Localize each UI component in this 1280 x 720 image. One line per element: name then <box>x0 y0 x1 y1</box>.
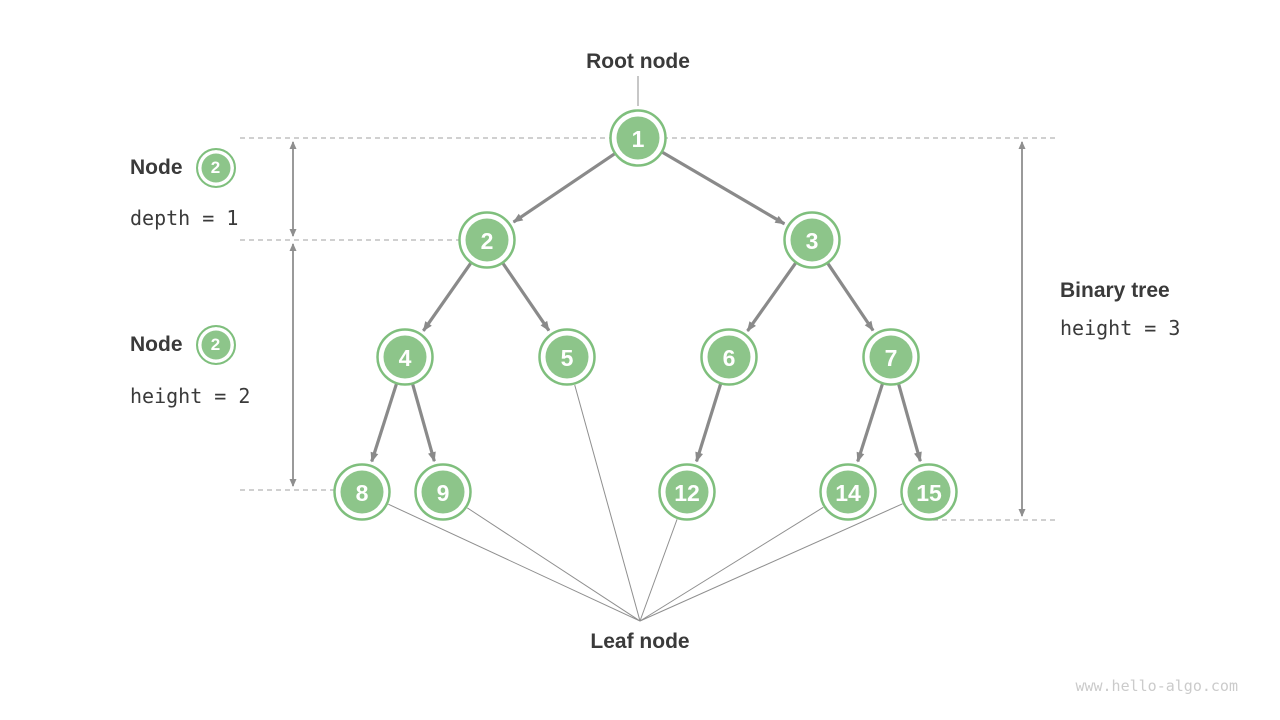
tree-node-9: 9 <box>414 463 472 521</box>
leaf-pointer-line <box>639 506 824 622</box>
node-value: 6 <box>723 345 736 371</box>
tree-edge <box>512 152 616 224</box>
tree-node-5: 5 <box>538 328 596 386</box>
node-value: 9 <box>437 480 450 506</box>
tree-node-15: 15 <box>900 463 958 521</box>
tree-edge <box>411 383 436 463</box>
node-circle <box>869 335 913 379</box>
leaf-pointer-line <box>574 384 641 622</box>
legend-node-depth-title: Node <box>130 156 183 179</box>
node-circle <box>383 335 427 379</box>
tree-node-3: 3 <box>783 211 841 269</box>
leaf-pointer-line <box>388 503 641 622</box>
node-circle <box>907 470 951 514</box>
legend-node-height-title: Node <box>130 333 183 356</box>
node-value: 5 <box>561 345 574 371</box>
node-value: 1 <box>632 126 645 152</box>
binary-tree-label: Binary tree <box>1060 279 1170 302</box>
tree-node-4: 4 <box>376 328 434 386</box>
tree-edge <box>370 383 399 463</box>
node-circle <box>616 116 660 160</box>
depth-value-label: depth = 1 <box>130 206 239 230</box>
tree-edge <box>694 383 723 463</box>
tree-node-2: 2 <box>458 211 516 269</box>
node-value: 8 <box>356 480 369 506</box>
node-circle <box>340 470 384 514</box>
leaf-pointer-line <box>639 519 678 622</box>
leaf-pointer-line <box>466 507 641 622</box>
node-circle <box>790 218 834 262</box>
node-circle <box>826 470 870 514</box>
leaf-pointer-line <box>639 503 903 622</box>
tree-height-value-label: height = 3 <box>1060 316 1181 340</box>
node-circle <box>665 470 709 514</box>
node-value: 7 <box>885 345 898 371</box>
tree-node-12: 12 <box>658 463 716 521</box>
tree-node-14: 14 <box>819 463 877 521</box>
node-value: 12 <box>674 480 700 506</box>
node-badge: 2 <box>195 148 236 188</box>
legend-node-height: Node 2 <box>130 325 236 365</box>
node-circle <box>545 335 589 379</box>
tree-edge <box>826 262 875 332</box>
node-height-value-label: height = 2 <box>130 384 251 408</box>
node-badge: 2 <box>195 325 236 365</box>
root-node-label: Root node <box>586 50 690 73</box>
tree-edge <box>661 150 786 226</box>
node-circle <box>421 470 465 514</box>
tree-node-7: 7 <box>862 328 920 386</box>
node-value: 4 <box>399 345 412 371</box>
tree-node-1: 1 <box>609 109 667 167</box>
leaf-node-label: Leaf node <box>590 630 690 653</box>
node-value: 2 <box>481 228 494 254</box>
watermark: www.hello-algo.com <box>1075 677 1238 695</box>
node-value: 3 <box>806 228 819 254</box>
tree-edge <box>501 262 551 332</box>
tree-node-8: 8 <box>333 463 391 521</box>
tree-node-6: 6 <box>700 328 758 386</box>
tree-edge <box>856 383 885 463</box>
node-circle <box>465 218 509 262</box>
tree-edge <box>897 383 922 463</box>
node-value: 15 <box>916 480 942 506</box>
legend-node-depth: Node 2 <box>130 148 236 188</box>
node-circle <box>707 335 751 379</box>
node-value: 14 <box>835 480 861 506</box>
tree-edge <box>422 262 473 332</box>
tree-edge <box>746 261 798 332</box>
